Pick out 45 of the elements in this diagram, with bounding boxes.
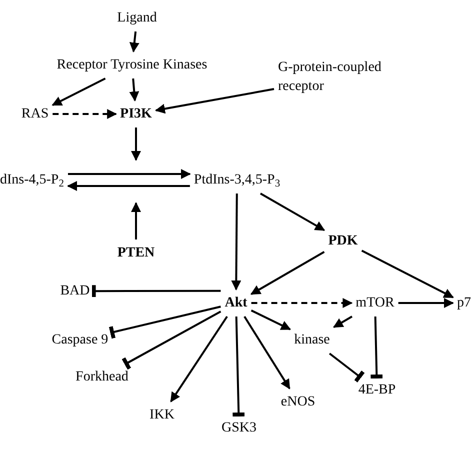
protein-label: Forkhead — [76, 368, 128, 386]
lipid-label: dIns-4,5-P$_{2}$ — [0, 170, 64, 190]
inhibition-line — [232, 316, 245, 417]
protein-label: eNOS — [280, 392, 316, 412]
ligand-label: Ligand — [117, 8, 157, 28]
arrow — [129, 78, 140, 102]
protein-label: IKK — [150, 406, 174, 424]
lipid-label: PtdIns-3,4,5-P$_{3}$ — [194, 170, 280, 190]
arrow — [251, 298, 353, 308]
inhibition-line — [92, 285, 221, 298]
inhibition-line — [122, 310, 222, 370]
arrow — [244, 316, 290, 390]
protein-label: PTEN — [117, 244, 155, 262]
protein-label: Caspase 9 — [52, 330, 108, 350]
protein-label: kinase — [294, 330, 330, 350]
protein-label: GSK3 — [222, 418, 256, 438]
arrow — [52, 78, 106, 106]
protein-label: Akt — [224, 294, 248, 312]
arrow — [154, 88, 274, 114]
inhibition-line — [370, 316, 383, 379]
protein-label: RAS — [21, 104, 49, 124]
inhibition-line — [108, 306, 221, 339]
arrow — [68, 169, 191, 179]
arrow — [66, 181, 190, 191]
arrow — [131, 128, 141, 161]
protein-label: 4E-BP — [358, 380, 396, 400]
arrow — [250, 251, 325, 296]
arrow — [250, 310, 292, 330]
protein-label: p7 — [457, 294, 471, 312]
arrow — [361, 250, 454, 298]
inhibition-line — [328, 352, 365, 382]
arrow — [231, 194, 242, 290]
receptor-label: G-protein-coupled receptor — [278, 58, 403, 96]
arrow — [398, 298, 454, 308]
arrow — [260, 192, 326, 232]
protein-label: PDK — [328, 232, 358, 250]
receptor-label: Receptor Tyrosine Kinases — [56, 56, 208, 74]
arrow — [129, 31, 140, 52]
arrow — [333, 316, 353, 328]
protein-label: mTOR — [356, 294, 394, 312]
protein-label: PI3K — [120, 104, 152, 124]
arrow — [52, 109, 118, 119]
arrow — [131, 202, 141, 240]
arrow — [170, 316, 228, 402]
protein-label: BAD — [60, 282, 90, 300]
